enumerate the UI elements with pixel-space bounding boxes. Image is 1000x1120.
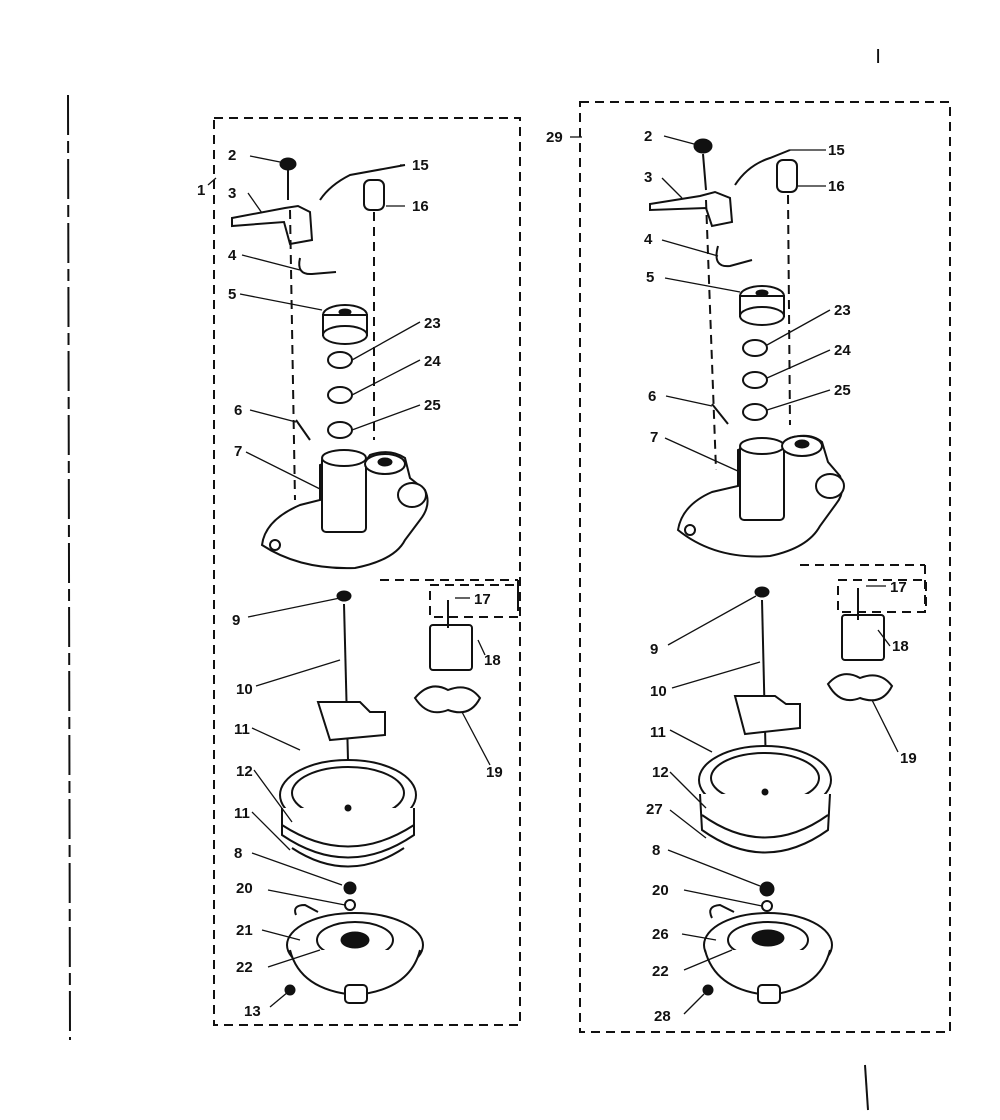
washer-icon: [327, 386, 353, 404]
shaft-icon: [761, 599, 767, 771]
nut-icon: [279, 157, 297, 171]
bracket-icon: [231, 204, 314, 246]
bracket-icon: [649, 190, 734, 228]
part-label: 16: [828, 178, 845, 195]
part-label: 6: [234, 402, 242, 419]
part-label: 15: [412, 157, 429, 174]
part-label: 2: [644, 128, 652, 145]
part-label: 24: [424, 353, 441, 370]
spring-pin-icon: [295, 419, 311, 441]
spring-wire-icon: [319, 164, 406, 201]
cap-icon: [363, 179, 385, 211]
part-label: 4: [644, 231, 653, 248]
part-label: 23: [424, 315, 441, 332]
part-label: 18: [892, 638, 909, 655]
part-label: 23: [834, 302, 851, 319]
part-label: 7: [650, 429, 658, 446]
part-label: 22: [236, 959, 253, 976]
part-label: 17: [890, 579, 907, 596]
part-label: 11: [234, 721, 250, 738]
cap-icon: [776, 159, 798, 193]
part-label: 8: [234, 845, 242, 862]
part-label: 4: [228, 247, 237, 264]
actuator-icon: [826, 673, 894, 702]
leader-line: [207, 177, 217, 186]
leader-lines: [661, 135, 899, 1015]
part-label: 10: [236, 681, 253, 698]
stray-mark: |: [876, 47, 880, 64]
scan-mark: [864, 1064, 869, 1111]
part-label: 3: [228, 185, 236, 202]
washer-icon: [327, 421, 353, 439]
cam-icon: [316, 701, 386, 742]
part-label: 25: [424, 397, 441, 414]
clip-icon: [298, 257, 337, 276]
screw-icon: [702, 984, 714, 996]
part-label: 27: [646, 801, 663, 818]
part-label: 16: [412, 198, 429, 215]
page-edge-line: [67, 94, 71, 1041]
part-label: 20: [236, 880, 253, 897]
seal-icon: [754, 586, 770, 598]
part-label: 3: [644, 169, 652, 186]
right-assembly-border: [579, 101, 951, 1033]
nut-icon: [693, 138, 713, 154]
part-label: 11: [650, 724, 666, 741]
leader-lines: [239, 155, 491, 1008]
washer-icon: [327, 351, 353, 369]
part-label: 22: [652, 963, 669, 980]
assembly-label: 29: [546, 129, 563, 146]
spring-pin-icon: [711, 403, 729, 425]
part-label: 19: [486, 764, 503, 781]
part-label: 9: [650, 641, 658, 658]
seal-icon: [336, 590, 352, 602]
bearing-icon: [759, 881, 775, 897]
part-label: 12: [652, 764, 669, 781]
part-label: 7: [234, 443, 242, 460]
bearing-icon: [343, 881, 357, 895]
assembly-label: 1: [197, 182, 205, 199]
part-label: 28: [654, 1008, 671, 1025]
left-assembly: 1 2 3 4 5 6 7 9 10 11 12 11 8 20 21 22 1…: [197, 117, 521, 1026]
actuator-icon: [413, 685, 482, 714]
part-label: 24: [834, 342, 851, 359]
part-label: 12: [236, 763, 253, 780]
left-assembly-border: [213, 117, 521, 1026]
spring-wire-icon: [734, 149, 791, 186]
washer-icon: [742, 403, 768, 421]
washer-icon: [742, 371, 768, 389]
part-label: 13: [244, 1003, 261, 1020]
part-label: 19: [900, 750, 917, 767]
housing-tube: [321, 455, 367, 533]
cam-icon: [733, 695, 801, 736]
part-label: 6: [648, 388, 656, 405]
part-label: 10: [650, 683, 667, 700]
part-label: 5: [646, 269, 654, 286]
switch-icon: [429, 624, 473, 671]
switch-icon: [841, 614, 885, 661]
part-label: 15: [828, 142, 845, 159]
housing-tube: [739, 443, 785, 521]
part-label: 11: [234, 805, 250, 822]
part-label: 26: [652, 926, 669, 943]
part-label: 20: [652, 882, 669, 899]
clip-icon: [715, 245, 753, 268]
part-label: 5: [228, 286, 236, 303]
right-assembly: 29 2 3 4 5 6 7 9 10 11 12 27 8 20 26 22 …: [546, 101, 951, 1033]
washer-icon: [742, 339, 768, 357]
part-label: 25: [834, 382, 851, 399]
part-label: 17: [474, 591, 491, 608]
part-label: 8: [652, 842, 660, 859]
part-label: 18: [484, 652, 501, 669]
part-label: 2: [228, 147, 236, 164]
part-label: 9: [232, 612, 240, 629]
part-label: 21: [236, 922, 253, 939]
